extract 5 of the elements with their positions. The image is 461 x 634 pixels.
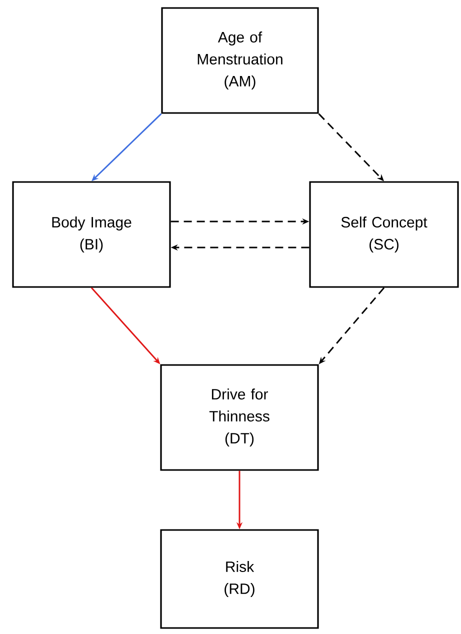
process-box: Drive for Thinness (DT): [160, 364, 319, 471]
process-box: Self Concept (SC): [309, 181, 459, 288]
process-box: Body Image (BI): [12, 181, 171, 288]
process-box: Risk (RD): [160, 529, 319, 629]
process-box: Age of Menstruation (AM): [161, 7, 319, 114]
